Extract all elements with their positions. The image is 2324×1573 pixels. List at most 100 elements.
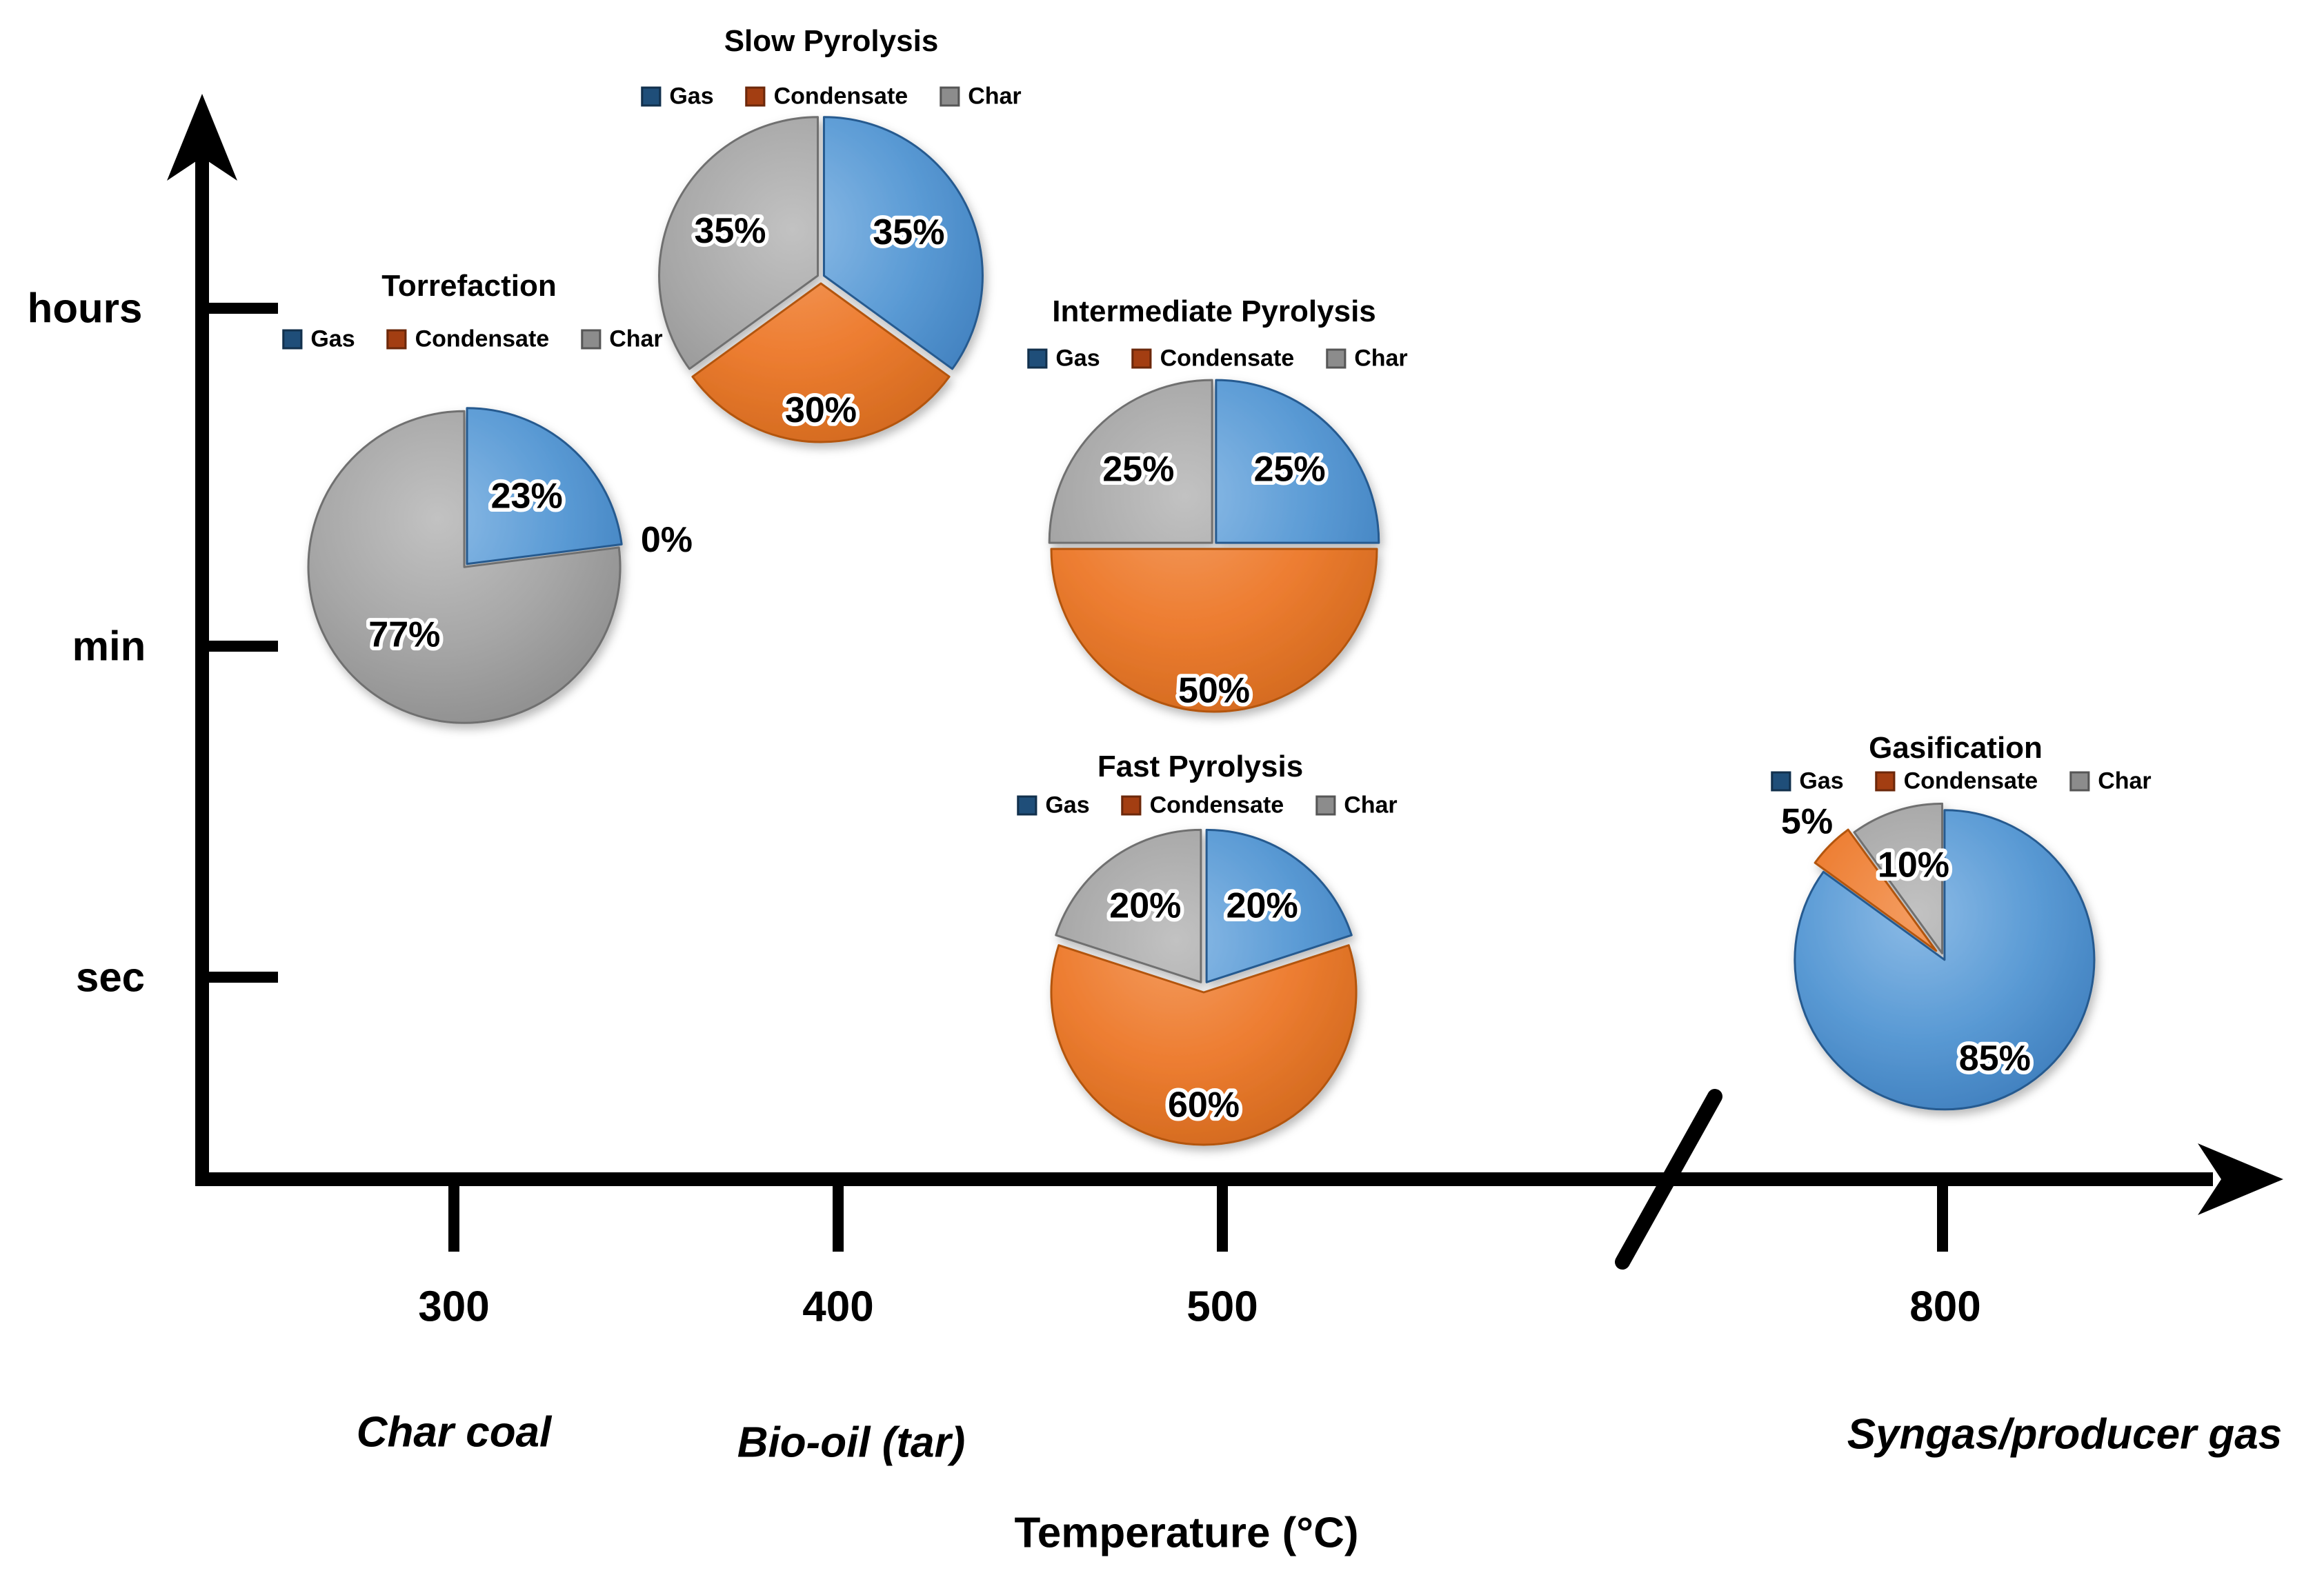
pie-legend-torrefaction: Gas Condensate Char (282, 325, 663, 353)
pie-intermediate-pyrolysis-label-condensate: 50% (1178, 670, 1250, 710)
pie-fast-pyrolysis (1050, 828, 1358, 1146)
legend-item-condensate: Condensate (1121, 792, 1284, 819)
pie-legend-gasification: Gas Condensate Char (1771, 768, 2152, 795)
legend-item-condensate: Condensate (1131, 345, 1295, 372)
legend-label-condensate: Condensate (1149, 792, 1284, 819)
pie-slow-pyrolysis-slice-char (658, 116, 820, 370)
legend-swatch-gas-icon (282, 329, 303, 350)
x-axis-break (1615, 1089, 1722, 1270)
legend-swatch-condensate-icon (1131, 348, 1152, 369)
legend-label-condensate: Condensate (415, 325, 550, 352)
legend-label-gas: Gas (1045, 792, 1090, 819)
pie-legend-slow-pyrolysis: Gas Condensate Char (641, 83, 1022, 110)
x-tick-label-400: 400 (802, 1283, 874, 1331)
legend-label-condensate: Condensate (1160, 345, 1295, 372)
pie-gasification-label-char: 10% (1878, 845, 1949, 885)
legend-item-char: Char (581, 325, 663, 353)
legend-label-gas: Gas (669, 83, 714, 110)
product-label-syngas: Syngas/producer gas (1847, 1410, 2283, 1459)
pie-torrefaction-label-gas: 23% (491, 476, 563, 516)
pie-gasification-slice-char (1853, 802, 1944, 954)
legend-item-condensate: Condensate (745, 83, 908, 110)
legend-swatch-condensate-icon (1121, 795, 1142, 816)
legend-swatch-gas-icon (1017, 795, 1037, 816)
pie-intermediate-pyrolysis-slice-char (1048, 379, 1213, 544)
pie-slow-pyrolysis-label-char: 35% (694, 211, 766, 251)
pie-legend-fast-pyrolysis: Gas Condensate Char (1017, 792, 1398, 819)
pie-fast-pyrolysis-slice-condensate (1050, 944, 1358, 1146)
legend-label-condensate: Condensate (773, 83, 908, 110)
legend-swatch-gas-icon (1771, 771, 1791, 792)
legend-label-gas: Gas (1799, 768, 1844, 794)
pie-gasification-label-gas: 85% (1959, 1039, 2031, 1079)
legend-label-char: Char (609, 325, 663, 352)
x-tick-label-300: 300 (418, 1283, 490, 1331)
legend-swatch-char-icon (581, 329, 602, 350)
pie-slow-pyrolysis-slice-condensate (691, 282, 951, 443)
legend-item-gas: Gas (1771, 768, 1844, 795)
pie-intermediate-pyrolysis-label-gas: 25% (1254, 449, 1326, 489)
pie-torrefaction-slice-gas (466, 407, 623, 565)
pie-fast-pyrolysis-label-condensate: 60% (1168, 1085, 1240, 1125)
legend-label-char: Char (2098, 768, 2152, 794)
legend-label-char: Char (1344, 792, 1398, 819)
legend-swatch-condensate-icon (1875, 771, 1896, 792)
legend-item-char: Char (2069, 768, 2152, 795)
legend-swatch-condensate-icon (386, 329, 407, 350)
pie-legend-intermediate-pyrolysis: Gas Condensate Char (1027, 345, 1408, 372)
pie-fast-pyrolysis-slice-char (1055, 828, 1202, 983)
y-axis-label-hours: hours (27, 285, 143, 332)
legend-swatch-char-icon (2069, 771, 2090, 792)
pie-gasification-slice-gas (1794, 809, 2096, 1111)
legend-item-condensate: Condensate (1875, 768, 2038, 795)
y-axis-label-sec: sec (75, 954, 146, 1001)
pie-intermediate-pyrolysis (1048, 379, 1380, 713)
legend-item-gas: Gas (1017, 792, 1090, 819)
product-label-bio-oil: Bio-oil (tar) (737, 1419, 966, 1467)
pie-slow-pyrolysis-label-condensate: 30% (785, 390, 857, 430)
legend-item-gas: Gas (641, 83, 714, 110)
pie-torrefaction-label-condensate: 0% (641, 520, 693, 560)
pie-slow-pyrolysis (658, 116, 984, 443)
product-label-char-coal: Char coal (356, 1408, 552, 1456)
legend-swatch-condensate-icon (745, 86, 766, 107)
legend-swatch-char-icon (1326, 348, 1347, 369)
pie-gasification-label-condensate: 5% (1781, 801, 1833, 841)
legend-swatch-gas-icon (641, 86, 662, 107)
pie-title-slow-pyrolysis: Slow Pyrolysis (724, 24, 939, 58)
legend-label-char: Char (1354, 345, 1408, 372)
legend-item-char: Char (1326, 345, 1408, 372)
legend-item-char: Char (1315, 792, 1398, 819)
x-tick-label-800: 800 (1909, 1283, 1981, 1331)
pie-fast-pyrolysis-slice-gas (1205, 828, 1353, 983)
legend-swatch-gas-icon (1027, 348, 1048, 369)
x-axis-arrowhead (2198, 1143, 2283, 1215)
pie-title-gasification: Gasification (1869, 731, 2043, 765)
pie-slow-pyrolysis-slice-gas (822, 116, 984, 370)
pie-intermediate-pyrolysis-label-char: 25% (1102, 449, 1174, 489)
pie-intermediate-pyrolysis-slice-condensate (1050, 548, 1378, 713)
y-axis-arrowhead (167, 94, 237, 181)
pie-intermediate-pyrolysis-slice-gas (1215, 379, 1380, 544)
legend-swatch-char-icon (940, 86, 960, 107)
axes-group (167, 94, 2283, 1270)
pie-torrefaction-slice-char (307, 410, 622, 724)
pie-gasification-slice-condensate (1814, 828, 1938, 952)
pie-slow-pyrolysis-label-gas: 35% (873, 212, 944, 252)
legend-item-gas: Gas (282, 326, 355, 353)
x-tick-label-500: 500 (1186, 1283, 1258, 1331)
legend-item-char: Char (940, 83, 1022, 110)
legend-label-gas: Gas (1055, 345, 1100, 372)
pie-torrefaction (307, 407, 623, 724)
legend-item-condensate: Condensate (386, 325, 550, 353)
legend-item-gas: Gas (1027, 345, 1100, 372)
legend-label-gas: Gas (310, 325, 355, 352)
pie-title-torrefaction: Torrefaction (381, 269, 557, 303)
legend-label-condensate: Condensate (1903, 768, 2038, 794)
x-axis-title: Temperature (°C) (1014, 1509, 1359, 1557)
pie-title-fast-pyrolysis: Fast Pyrolysis (1097, 750, 1304, 783)
pie-fast-pyrolysis-label-char: 20% (1109, 885, 1181, 925)
pie-gasification (1794, 802, 2096, 1111)
legend-label-char: Char (968, 83, 1022, 110)
